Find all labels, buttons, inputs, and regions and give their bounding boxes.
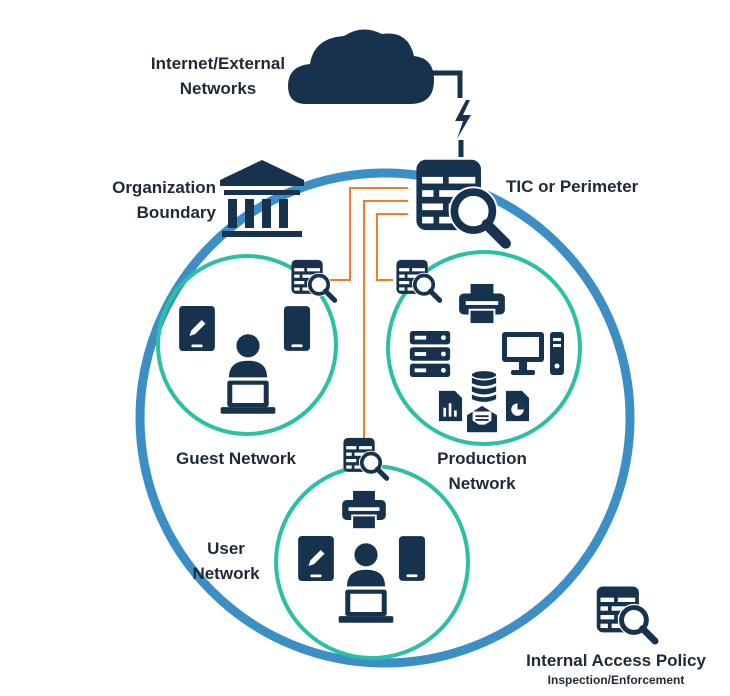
user-laptop-icon xyxy=(338,543,394,623)
document-chart-icon xyxy=(438,390,463,422)
guest-network-label: Guest Network xyxy=(176,446,296,471)
phone-icon xyxy=(398,536,426,581)
bank-icon xyxy=(220,160,304,237)
mail-icon xyxy=(467,405,497,433)
cloud-uplink xyxy=(425,70,463,98)
production-network-ring xyxy=(386,250,582,446)
user-network-label-line2: Network xyxy=(192,564,260,583)
guest-network-label-text: Guest Network xyxy=(176,449,296,468)
user-firewall-search-icon xyxy=(343,438,386,478)
connector-user xyxy=(363,200,408,440)
organization-boundary-ring xyxy=(135,168,635,668)
tic-label: TIC or Perimeter xyxy=(506,174,638,199)
connector-production xyxy=(376,213,408,281)
organization-boundary-label-line1: Organization xyxy=(112,178,216,197)
cloud-icon xyxy=(288,29,434,104)
tablet-icon xyxy=(298,535,334,582)
tic-firewall-search-icon xyxy=(416,160,505,244)
production-network-label-line2: Network xyxy=(448,474,516,493)
user-network-label: User Network xyxy=(176,536,276,586)
production-network-label-line1: Production xyxy=(437,449,527,468)
production-network-label: Production Network xyxy=(412,446,552,496)
guest-firewall-search-icon xyxy=(291,260,334,300)
policy-subtitle: Inspection/Enforcement xyxy=(547,673,685,687)
policy-title: Internal Access Policy xyxy=(526,651,706,670)
organization-boundary-label: Organization Boundary xyxy=(60,175,216,225)
printer-icon xyxy=(341,490,387,530)
internal-access-policy-label: Internal Access Policy Inspection/Enforc… xyxy=(508,650,724,688)
connector-lines xyxy=(330,187,408,440)
desktop-icon xyxy=(502,332,564,375)
internet-label-line2: Networks xyxy=(179,79,257,98)
printer-icon xyxy=(458,283,506,325)
connector-guest xyxy=(330,187,408,281)
server-icon xyxy=(409,330,451,378)
organization-boundary-label-line2: Boundary xyxy=(136,203,216,222)
internet-label-line1: Internet/External xyxy=(150,54,286,73)
tablet-icon xyxy=(179,305,215,352)
user-laptop-icon xyxy=(220,334,276,414)
document-pie-icon xyxy=(505,390,530,422)
guest-network-ring xyxy=(156,254,338,436)
tic-label-text: TIC or Perimeter xyxy=(506,177,639,196)
database-icon xyxy=(471,371,497,402)
phone-icon xyxy=(283,306,311,351)
lightning-icon xyxy=(455,100,471,139)
internet-label: Internet/External Networks xyxy=(118,51,318,101)
policy-firewall-search-icon xyxy=(597,586,655,641)
user-network-label-line1: User xyxy=(207,539,245,558)
